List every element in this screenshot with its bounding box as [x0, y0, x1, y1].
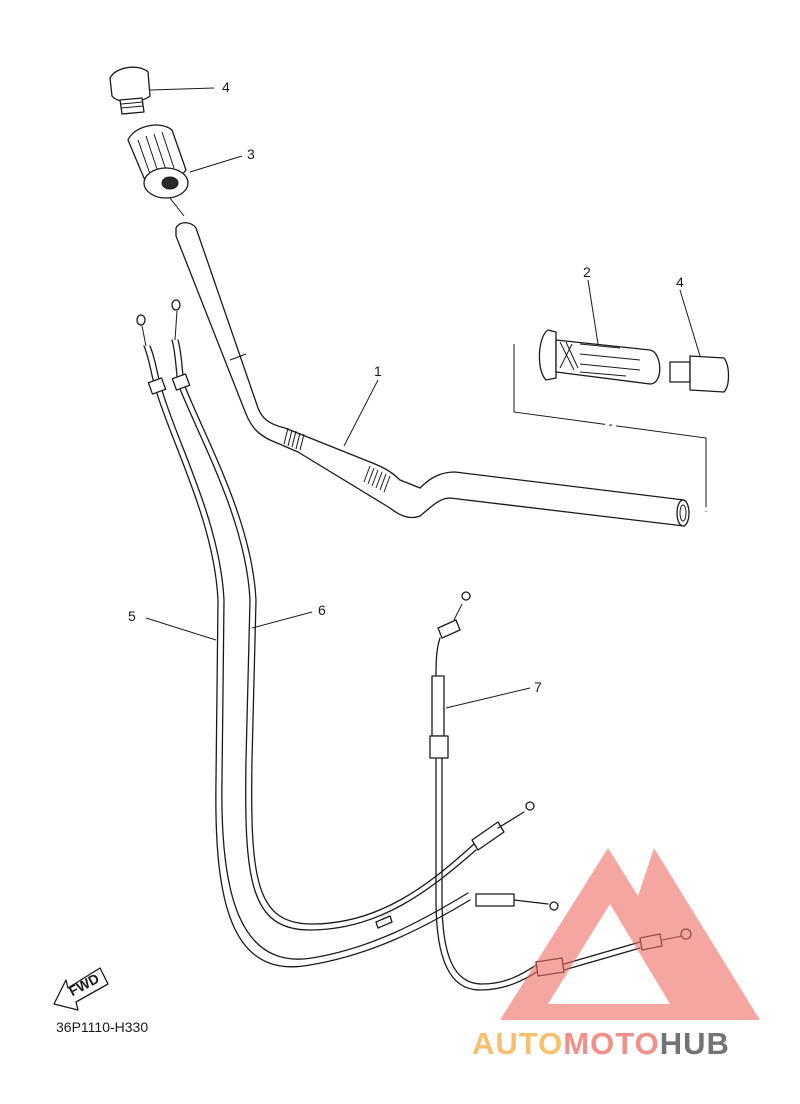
throttle-cables	[136, 299, 559, 968]
handlebar	[175, 222, 690, 527]
callout-1: 1	[374, 363, 382, 379]
watermark-hub: HUB	[660, 1026, 730, 1061]
fwd-arrow: FWD	[53, 967, 109, 1011]
diagram-code: 36P1110-H330	[56, 1019, 148, 1035]
callout-3: 3	[247, 146, 255, 162]
callout-7: 7	[534, 679, 542, 695]
throttle-grip	[127, 124, 189, 217]
callout-4-left: 4	[222, 79, 230, 95]
watermark-logo	[500, 848, 760, 1020]
svg-text:AUTOMOTOHUB: AUTOMOTOHUB	[472, 1026, 730, 1061]
assembly-outline	[513, 344, 707, 512]
callout-5: 5	[128, 608, 136, 624]
grip-end-right	[669, 355, 730, 393]
callout-6: 6	[318, 602, 326, 618]
callout-4-right: 4	[676, 274, 684, 290]
watermark-auto: AUTO	[472, 1026, 563, 1061]
watermark-moto: MOTO	[563, 1026, 659, 1061]
callout-2: 2	[583, 264, 591, 280]
grip-end-left	[109, 66, 151, 115]
leader-lines	[145, 87, 701, 709]
grip-right	[538, 329, 661, 385]
watermark-text: AUTOMOTOHUB	[472, 1026, 730, 1061]
